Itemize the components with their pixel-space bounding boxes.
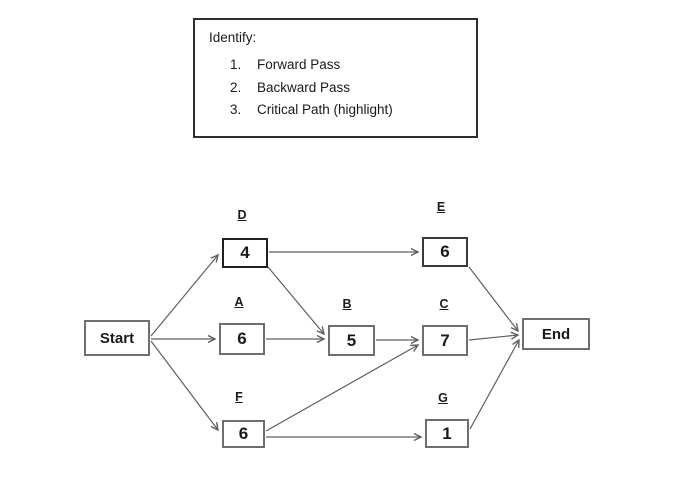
node-b: 5 [328,325,375,356]
edge-c-end [468,331,520,341]
node-a: 6 [219,323,265,355]
activity-label-b: B [342,297,352,311]
edge-d-b [267,266,326,336]
edge-g-end [469,338,520,430]
activity-label-f: F [235,390,243,404]
node-c: 7 [422,325,468,356]
node-f: 6 [222,420,265,448]
node-g: 1 [425,419,469,448]
node-e: 6 [422,237,468,267]
instruction-item-1: Forward Pass [245,57,393,73]
activity-label-e: E [436,200,446,214]
activity-label-a: A [234,295,244,309]
node-g-duration: 1 [442,423,452,443]
node-a-duration: 6 [237,329,247,348]
node-end-text: End [541,325,571,343]
node-end: End [522,318,590,350]
node-d: 4 [222,238,268,268]
node-start-text: Start [99,329,135,347]
node-e-duration: 6 [440,242,450,261]
instruction-list: Forward Pass Backward Pass Critical Path… [195,57,393,126]
node-f-duration: 6 [238,424,249,443]
edge-e-end [468,266,519,333]
edge-start-d [150,253,219,337]
instruction-title: Identify: [209,30,257,45]
instruction-item-2: Backward Pass [245,80,393,96]
node-d-duration: 4 [240,243,250,262]
edge-start-f [150,340,219,432]
edge-f-c [265,344,420,432]
activity-label-g: G [438,391,448,405]
instruction-box: Identify: Forward Pass Backward Pass Cri… [193,18,478,138]
activity-label-c: C [439,297,449,311]
activity-label-d: D [237,208,247,222]
node-c-duration: 7 [440,330,450,350]
node-b-duration: 5 [346,330,357,350]
node-start: Start [84,320,150,356]
instruction-item-3: Critical Path (highlight) [245,102,393,118]
